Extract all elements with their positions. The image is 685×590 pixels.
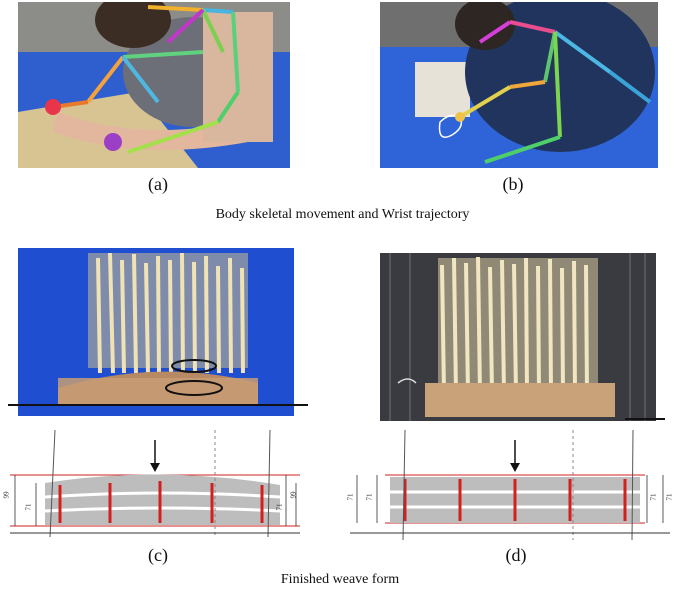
baseline-c bbox=[8, 404, 308, 406]
dim-d-right-inner: 71 bbox=[665, 493, 674, 501]
caption-skeleton: Body skeletal movement and Wrist traject… bbox=[215, 207, 470, 222]
photo-b-skeleton bbox=[380, 2, 658, 168]
diagram-d-weave-section bbox=[345, 425, 675, 545]
baseline-d bbox=[625, 418, 665, 420]
dim-c-right-inner: 71 bbox=[275, 503, 284, 511]
panel-d-label: (d) bbox=[505, 545, 527, 565]
dim-c-left-outer: 99 bbox=[2, 491, 11, 499]
panel-c-label: (c) bbox=[148, 545, 168, 565]
dim-c-right-outer: 99 bbox=[289, 491, 298, 499]
panel-a-label: (a) bbox=[148, 174, 168, 194]
panel-b-label: (b) bbox=[502, 174, 524, 194]
diagram-c-weave-section bbox=[0, 425, 310, 540]
photo-a-skeleton bbox=[18, 2, 290, 168]
dim-d-left-outer: 71 bbox=[346, 493, 355, 501]
caption-weave: Finished weave form bbox=[280, 572, 400, 587]
dim-d-right-outer: 71 bbox=[649, 493, 658, 501]
dim-c-left-inner: 71 bbox=[24, 503, 33, 511]
dim-d-left-inner: 71 bbox=[365, 493, 374, 501]
photo-c-weave-blue bbox=[18, 248, 294, 416]
photo-d-weave-carpet bbox=[380, 253, 656, 421]
